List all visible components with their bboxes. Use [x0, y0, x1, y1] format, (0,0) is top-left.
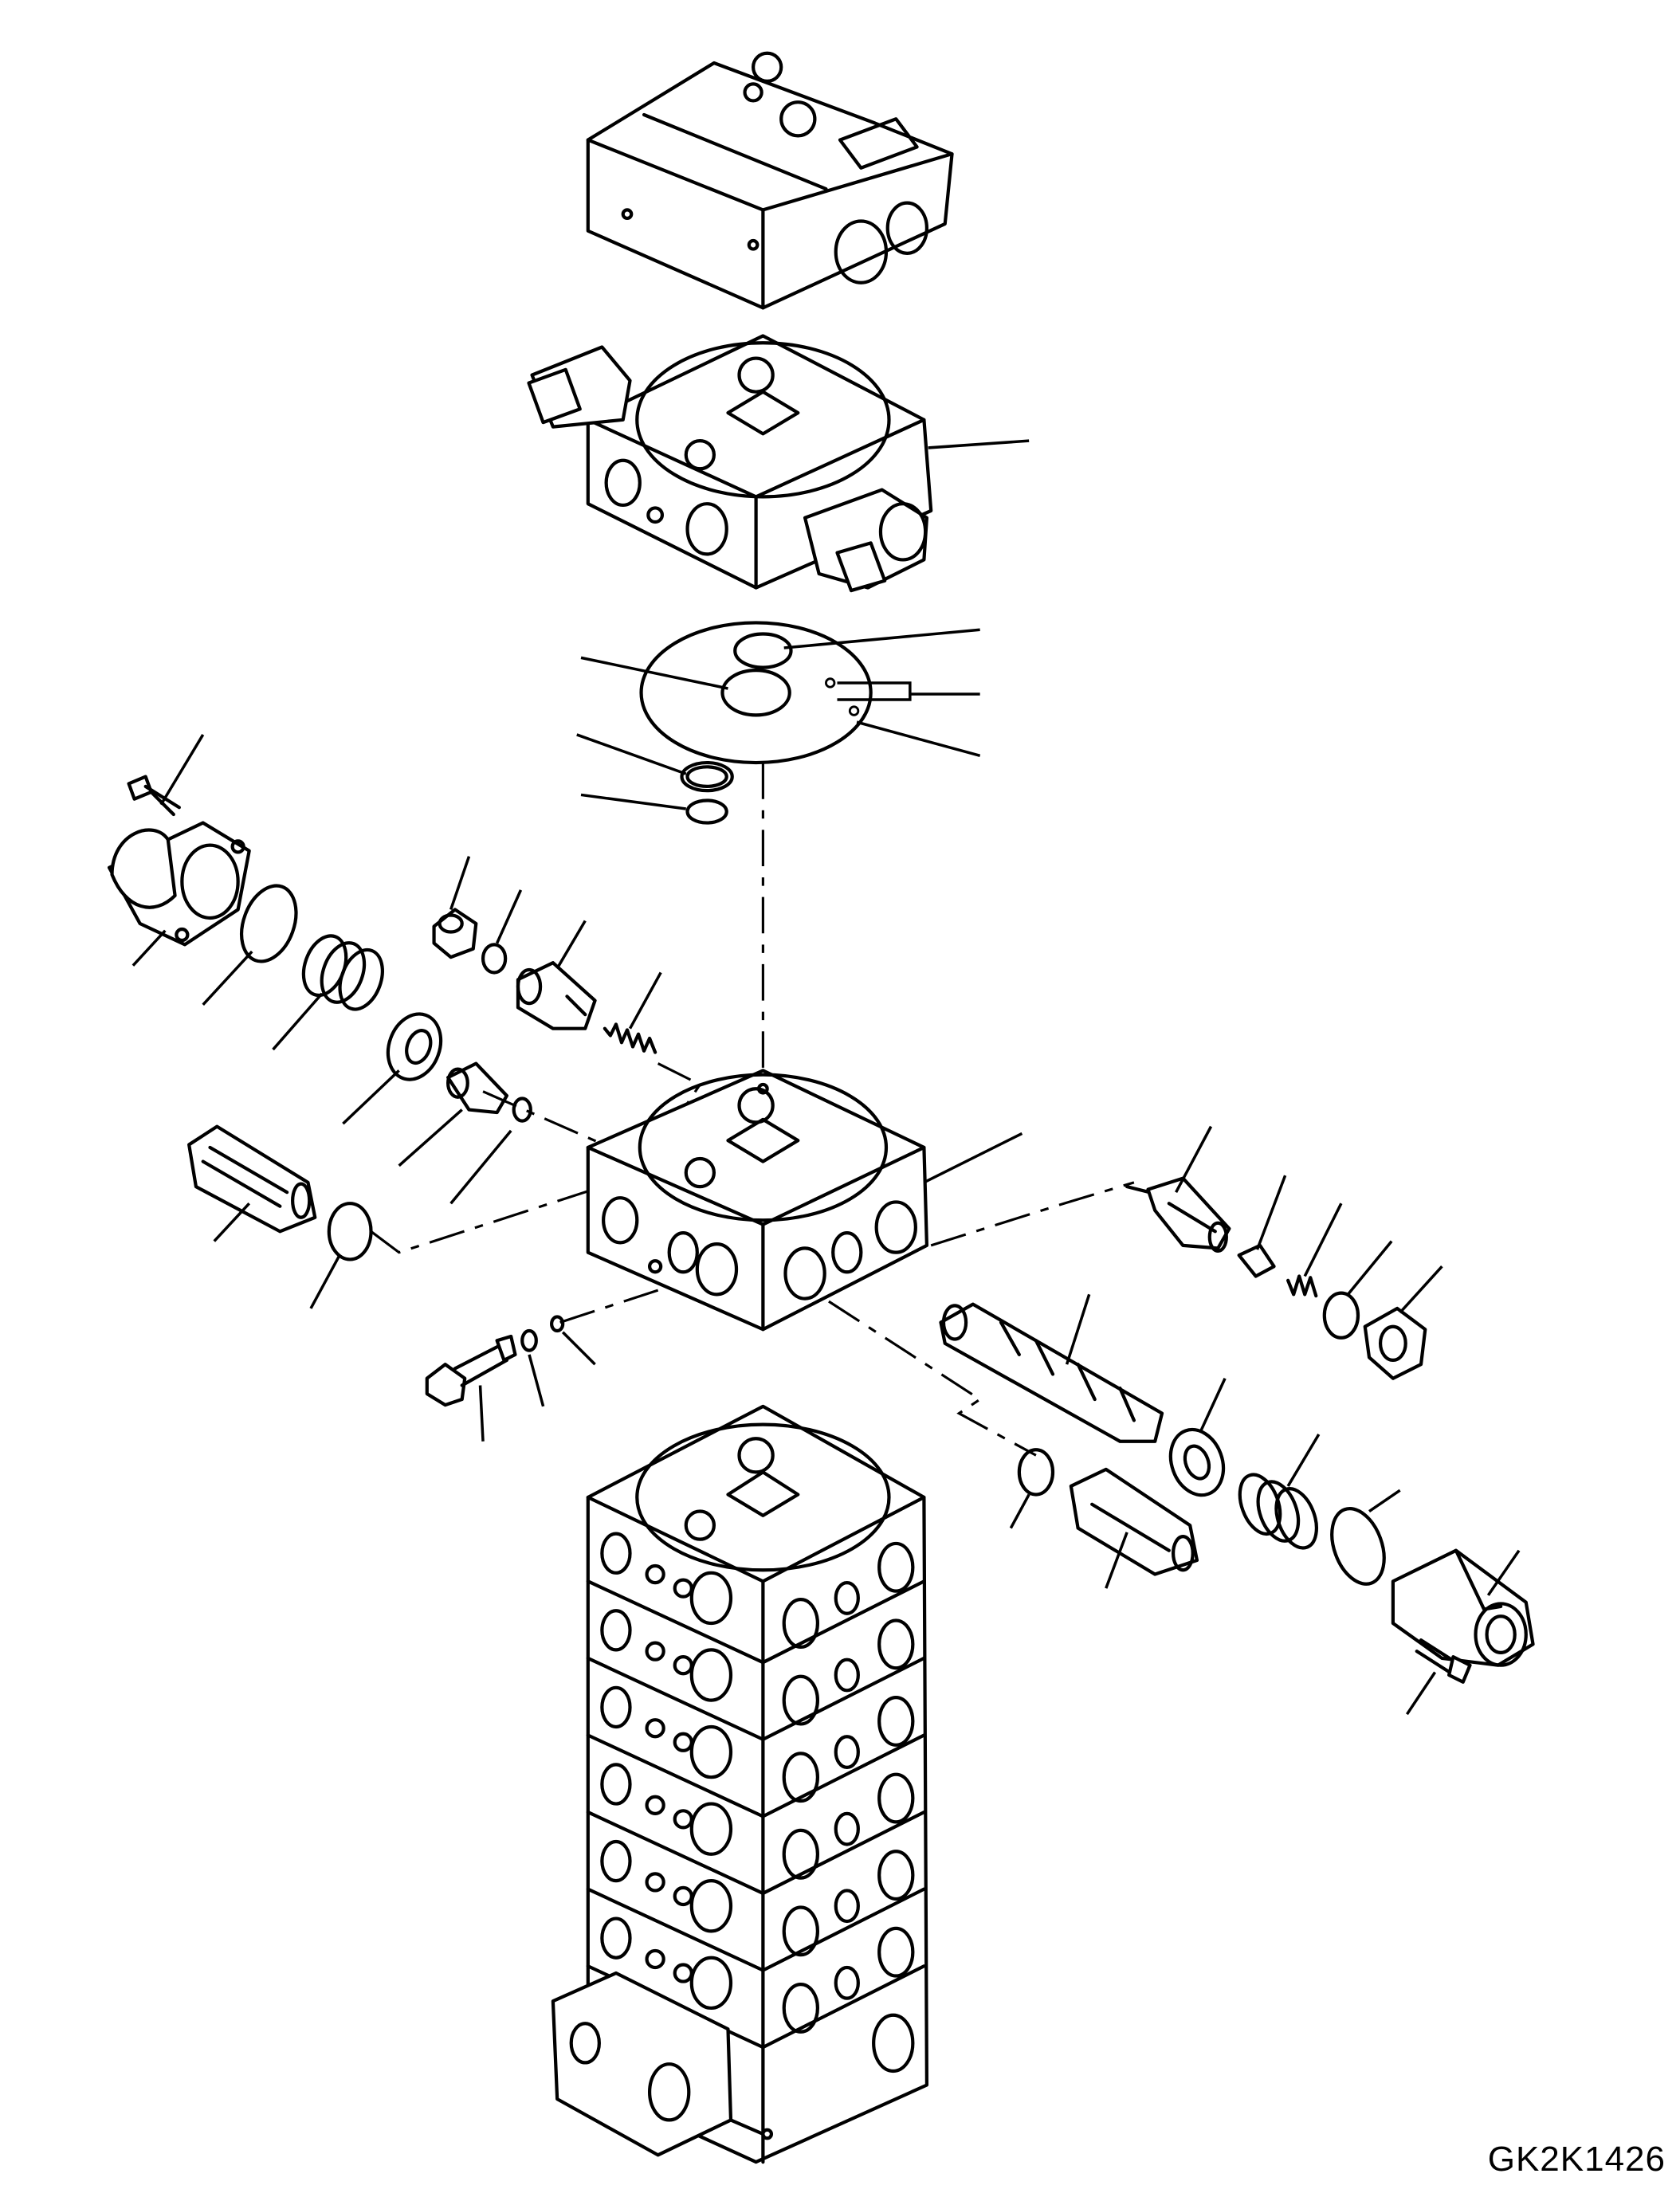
- top-valve-section-icon: [527, 334, 933, 593]
- top-cover-block-icon: [586, 51, 954, 310]
- gasket-plate-icon: [639, 621, 873, 765]
- o-ring-icon: [327, 1202, 373, 1261]
- o-ring-icon: [512, 1097, 532, 1123]
- bolt-icon: [425, 1334, 517, 1407]
- plug-icon: [386, 1012, 443, 1081]
- o-ring-icon: [550, 1315, 565, 1333]
- flange-cover-icon: [1391, 1548, 1535, 1667]
- plug-icon: [432, 908, 478, 959]
- o-ring-icon: [240, 884, 298, 963]
- spring-icon: [603, 1022, 657, 1054]
- relief-valve-icon: [1069, 1467, 1199, 1576]
- plug-icon: [1237, 1243, 1276, 1278]
- relief-valve-icon: [187, 1124, 317, 1234]
- valve-spool-icon: [939, 1302, 1164, 1443]
- o-ring-icon: [481, 943, 508, 975]
- o-ring-icon: [1330, 1507, 1386, 1586]
- bolt-icon: [1415, 1638, 1472, 1684]
- flange-cover-icon: [107, 821, 251, 947]
- plug-icon: [1363, 1306, 1427, 1380]
- o-ring-icon: [301, 934, 384, 1011]
- center-valve-section-icon: [586, 1069, 929, 1332]
- valve-spool-icon: [516, 961, 597, 1030]
- spring-icon: [1286, 1274, 1318, 1298]
- stacked-valve-body-icon: [551, 1404, 929, 2164]
- bolt-icon: [127, 775, 181, 817]
- plug-icon: [1168, 1427, 1226, 1497]
- o-ring-icon: [1017, 1448, 1055, 1497]
- drawing-code-label: GK2K1426: [1487, 2140, 1666, 2179]
- o-ring-icon: [1238, 1473, 1318, 1550]
- o-ring-icon: [680, 760, 734, 825]
- o-ring-icon: [1322, 1291, 1360, 1340]
- o-ring-icon: [520, 1328, 538, 1352]
- valve-spool-icon: [446, 1061, 509, 1115]
